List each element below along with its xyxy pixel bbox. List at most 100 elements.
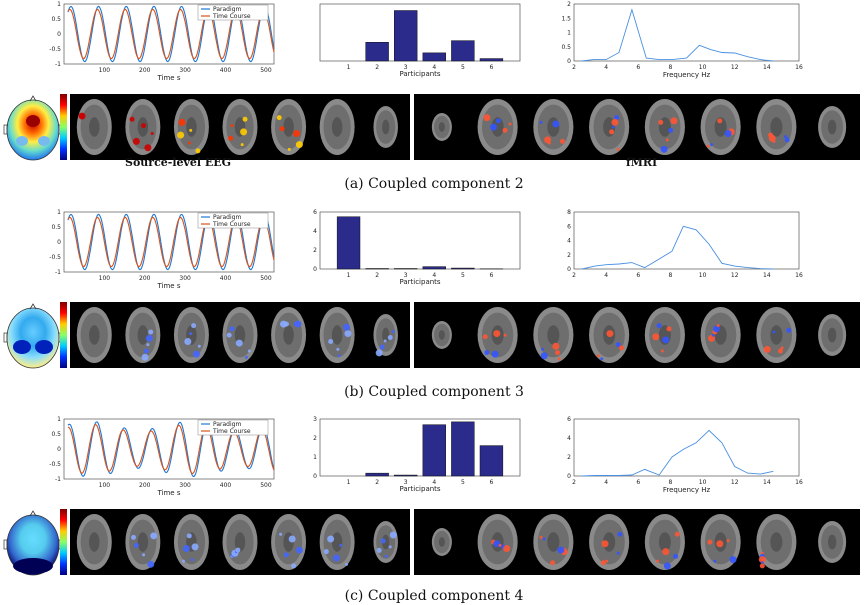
activation-blob	[375, 349, 383, 357]
x-tick-label: 300	[179, 482, 191, 489]
spectrum-line	[581, 225, 774, 270]
x-tick-label: 3	[404, 64, 408, 71]
x-tick-label: 6	[490, 64, 494, 71]
legend	[197, 212, 269, 229]
activation-blob	[146, 343, 150, 347]
brain-ventricle	[827, 327, 837, 343]
activation-blob	[283, 552, 289, 558]
y-tick-label: 2	[567, 454, 571, 461]
activation-blob	[710, 143, 714, 147]
activation-blob	[344, 330, 352, 338]
activation-blob	[759, 563, 765, 569]
x-tick-label: 4	[604, 479, 608, 486]
activation-blob	[186, 533, 192, 539]
activation-blob	[547, 141, 551, 145]
activation-blob	[380, 538, 386, 544]
brain-ventricle	[382, 119, 390, 135]
y-tick-label: 6	[567, 223, 571, 230]
x-axis-label: Time s	[156, 74, 180, 82]
activation-blob	[191, 543, 199, 551]
activation-blob	[345, 562, 349, 566]
x-tick-label: 2	[572, 479, 576, 486]
topo-map	[3, 303, 63, 369]
x-tick-label: 500	[260, 482, 272, 489]
activation-blob	[323, 549, 329, 555]
x-tick-label: 2	[375, 272, 379, 279]
fmri-strip	[414, 302, 860, 368]
activation-blob	[611, 118, 619, 126]
brain-ventricle	[382, 327, 390, 343]
x-axis-label: Participants	[399, 278, 440, 286]
activation-blob	[240, 143, 244, 147]
legend-entry: Time Course	[212, 428, 251, 435]
activation-blob	[388, 545, 392, 549]
y-tick-label: 4	[567, 435, 571, 442]
x-tick-label: 14	[763, 479, 771, 486]
nose-icon	[29, 303, 37, 310]
activation-blob	[663, 562, 671, 570]
y-tick-label: 0.5	[561, 44, 571, 51]
activation-blob	[379, 344, 385, 350]
activation-blob	[555, 350, 561, 356]
activation-blob	[760, 561, 764, 565]
spectrum-line	[581, 429, 774, 477]
x-tick-label: 2	[375, 64, 379, 71]
activation-blob	[147, 560, 155, 568]
y-tick-label: 0.5	[51, 224, 61, 231]
activation-blob	[389, 531, 397, 539]
y-tick-label: 6	[567, 416, 571, 423]
x-tick-label: 10	[699, 272, 707, 279]
y-tick-label: -1	[55, 269, 61, 276]
activation-blob	[132, 137, 140, 145]
activation-blob	[280, 320, 288, 328]
eeg-label: Source-level EEG	[125, 156, 232, 169]
x-tick-label: 5	[461, 479, 465, 486]
legend-entry: Paradigm	[213, 214, 241, 221]
activation-blob	[240, 128, 248, 136]
activation-blob	[729, 556, 737, 564]
activation-blob	[660, 349, 664, 353]
activation-blob	[658, 119, 664, 125]
x-tick-label: 6	[490, 479, 494, 486]
activation-blob	[493, 330, 501, 338]
brain-ventricle	[283, 325, 294, 345]
activation-blob	[660, 145, 668, 153]
activation-blob	[716, 540, 724, 548]
activation-blob	[758, 556, 766, 564]
y-tick-label: 8	[567, 209, 571, 216]
activation-blob	[228, 135, 234, 141]
brain-ventricle	[234, 532, 246, 552]
x-tick-label: 4	[432, 64, 436, 71]
activation-blob	[780, 346, 784, 350]
x-tick-label: 400	[220, 482, 232, 489]
x-axis-label: Frequency Hz	[663, 71, 711, 79]
activation-blob	[332, 554, 340, 562]
brain-ventricle	[770, 532, 783, 552]
y-tick-label: 1	[313, 454, 317, 461]
activation-blob	[557, 357, 561, 361]
fmri-strip	[414, 94, 860, 160]
topo-map	[3, 95, 63, 161]
legend-entry: Paradigm	[213, 6, 241, 13]
bar	[479, 445, 504, 477]
ear-icon	[3, 124, 8, 135]
activation-blob	[391, 330, 395, 334]
activation-blob	[184, 337, 192, 345]
brain-ventricle	[331, 325, 343, 345]
x-axis-label: Participants	[399, 70, 440, 78]
activation-blob	[498, 543, 502, 547]
nose-icon	[29, 95, 37, 102]
activation-blob	[783, 135, 787, 139]
x-tick-label: 14	[763, 272, 771, 279]
x-tick-label: 4	[432, 479, 436, 486]
activation-blob	[768, 132, 774, 138]
activation-blob	[539, 535, 543, 539]
topo-blob	[38, 136, 50, 146]
x-tick-label: 200	[139, 275, 151, 282]
bar	[336, 216, 361, 270]
activation-blob	[244, 355, 248, 359]
activation-blob	[713, 559, 717, 563]
activation-blob	[491, 350, 499, 358]
